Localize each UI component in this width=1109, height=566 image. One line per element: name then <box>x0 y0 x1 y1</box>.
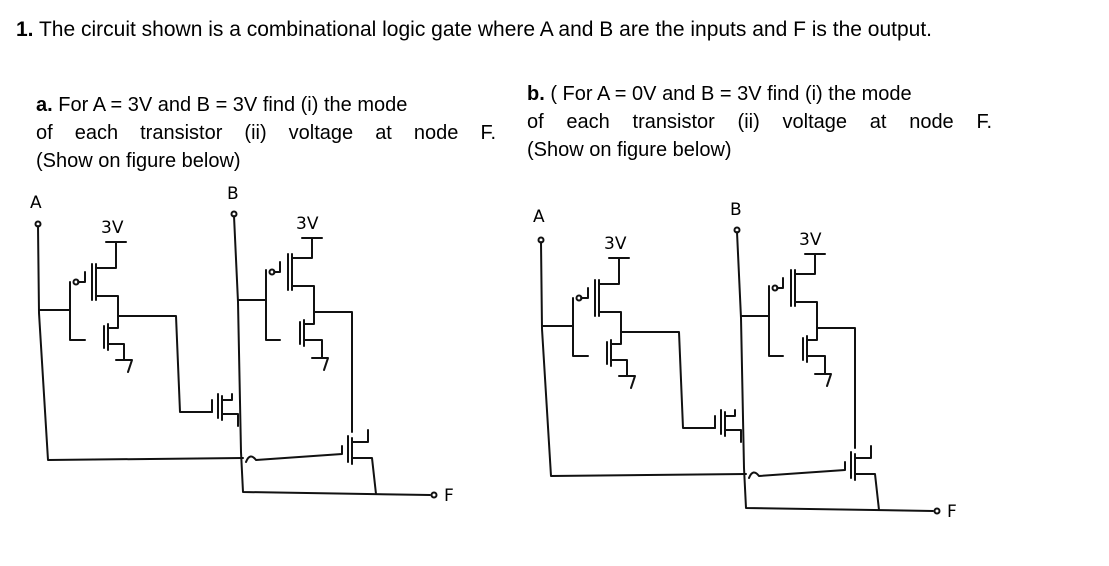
part-b-line-1: b. ( For A = 0V and B = 3V find (i) the … <box>527 83 912 105</box>
figure-b-circuit <box>537 226 941 515</box>
part-a-text: a. For A = 3V and B = 3V find (i) the mo… <box>36 91 496 175</box>
figure-b-input-b-label: B <box>730 200 742 220</box>
figure-a-input-a-label: A <box>30 193 42 213</box>
figure-a-output-label: F <box>444 486 454 506</box>
figure-b-output-label: F <box>947 502 957 522</box>
question-text: The circuit shown is a combinational log… <box>38 18 933 41</box>
part-b-line-3: (Show on figure below) <box>527 139 732 161</box>
figure-a: A B 3V 3V F <box>30 184 454 506</box>
part-b-text: b. ( For A = 0V and B = 3V find (i) the … <box>527 80 992 164</box>
figure-b: A B 3V 3V F <box>533 200 957 522</box>
part-a-line-2: of each transistor (ii) voltage at node … <box>36 122 496 144</box>
figure-b-supply-right: 3V <box>799 230 822 250</box>
figure-b-input-a-label: A <box>533 207 545 227</box>
figure-b-supply-left: 3V <box>604 234 627 254</box>
part-a-line-3: (Show on figure below) <box>36 150 241 172</box>
part-b-label: b. <box>527 83 545 105</box>
question-number: 1. <box>16 18 34 41</box>
question-title: 1. The circuit shown is a combinational … <box>16 18 932 42</box>
part-a-line-1: a. For A = 3V and B = 3V find (i) the mo… <box>36 94 408 116</box>
figure-a-supply-right: 3V <box>296 214 319 234</box>
figure-a-supply-left: 3V <box>101 218 124 238</box>
figure-a-input-b-label: B <box>227 184 239 204</box>
figure-a-circuit <box>34 210 438 499</box>
part-b-line-2: of each transistor (ii) voltage at node … <box>527 111 992 133</box>
part-a-label: a. <box>36 94 53 116</box>
